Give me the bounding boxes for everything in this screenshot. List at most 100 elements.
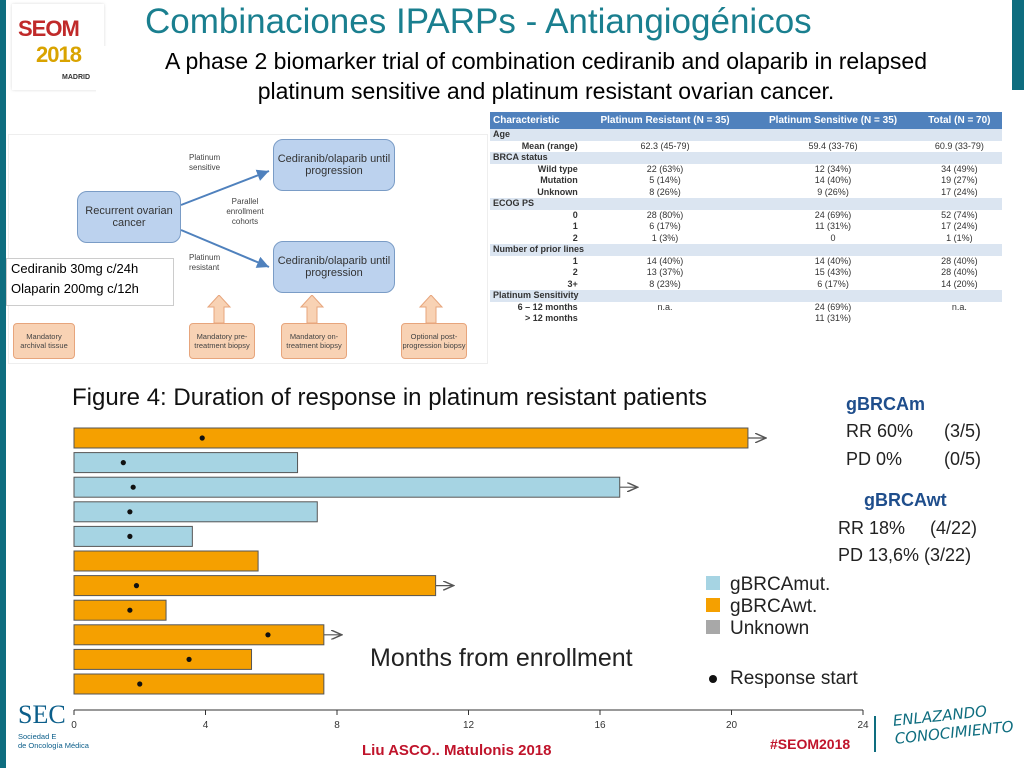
biopsy-pre-treatment: Mandatory pre-treatment biopsy bbox=[189, 323, 255, 359]
table-cell: 60.9 (33-79) bbox=[934, 140, 984, 151]
table-cell bbox=[917, 313, 1002, 325]
legend-label: gBRCAmut. bbox=[730, 574, 830, 595]
table-cell: 59.4 (33-76) bbox=[808, 140, 858, 151]
response-start-point bbox=[199, 435, 205, 441]
biopsy-archival: Mandatory archival tissue bbox=[13, 323, 75, 359]
arm-bottom-box: Cediranib/olaparib until progression bbox=[273, 241, 395, 293]
resistant-label: Platinum resistant bbox=[189, 253, 221, 272]
table-cell: 19 (27%) bbox=[941, 175, 978, 185]
gbrcam-pd: PD 0% bbox=[846, 449, 903, 469]
row-label: 1 bbox=[572, 255, 578, 266]
section-label: ECOG PS bbox=[490, 198, 1002, 210]
table-section-row: Age bbox=[490, 129, 1002, 141]
section-label: Age bbox=[490, 129, 1002, 141]
sec-logo-subtitle: Sociedad E de Oncología Médica bbox=[18, 732, 89, 750]
logo-brand: SEOM bbox=[18, 16, 80, 41]
chart-bar bbox=[73, 427, 749, 449]
gbrcawt-rr-count: (4/22) bbox=[930, 518, 978, 538]
gbrcam-rr: RR 60% bbox=[846, 421, 914, 441]
table-row: 3+8 (23%)6 (17%)14 (20%) bbox=[490, 279, 1002, 291]
chart-bar bbox=[73, 452, 299, 474]
biopsy-arrows bbox=[206, 295, 444, 324]
chart-bar bbox=[73, 648, 253, 670]
dose-box: Cediranib 30mg c/24h Olaparin 200mg c/12… bbox=[6, 258, 174, 306]
x-tick-label: 20 bbox=[726, 720, 738, 731]
row-label: Mean (range) bbox=[521, 140, 578, 151]
study-design-diagram: Recurrent ovarian cancer Platinum sensit… bbox=[8, 134, 488, 364]
response-start-point bbox=[127, 607, 133, 613]
left-accent-bar bbox=[0, 0, 6, 768]
row-label: Unknown bbox=[537, 186, 578, 197]
biopsy-post-progression: Optional post-progression biopsy bbox=[401, 323, 467, 359]
chart-bar bbox=[73, 476, 621, 498]
row-label: 0 bbox=[572, 209, 578, 220]
table-cell: 8 (26%) bbox=[649, 186, 681, 197]
hashtag: #SEOM2018 bbox=[770, 736, 851, 752]
table-cell: 62.3 (45-79) bbox=[640, 140, 690, 151]
response-start-point bbox=[265, 632, 271, 638]
biopsy-on-treatment: Mandatory on-treatment biopsy bbox=[281, 323, 347, 359]
sensitive-label: Platinum sensitive bbox=[189, 153, 221, 172]
table-cell: 14 (20%) bbox=[941, 278, 978, 289]
table-cell: 14 (40%) bbox=[814, 255, 852, 266]
table-cell: n.a. bbox=[951, 301, 967, 312]
header-resistant: Platinum Resistant (N = 35) bbox=[580, 112, 750, 129]
chart-bar bbox=[73, 525, 193, 547]
table-cell: 6 (17%) bbox=[817, 278, 849, 289]
chart-bar bbox=[73, 501, 318, 523]
table-cell: 28 (40%) bbox=[941, 267, 978, 277]
header-total: Total (N = 70) bbox=[916, 112, 1002, 129]
chart-bar bbox=[73, 550, 259, 572]
x-tick-label: 8 bbox=[334, 720, 340, 731]
legend-swatch bbox=[706, 576, 720, 590]
table-cell: 12 (34%) bbox=[814, 163, 852, 174]
table-row: Mean (range) 62.3 (45-79) 59.4 (33-76) 60.9… bbox=[490, 141, 1002, 153]
table-cell: 24 (69%) bbox=[814, 209, 852, 220]
table-cell bbox=[581, 313, 750, 325]
table-cell: 24 (69%) bbox=[814, 301, 852, 312]
table-cell: 52 (74%) bbox=[941, 209, 978, 220]
legend-label: gBRCAwt. bbox=[730, 596, 817, 617]
row-label: Mutation bbox=[540, 175, 578, 185]
table-cell: 14 (40%) bbox=[814, 175, 852, 185]
x-axis-label: Months from enrollment bbox=[370, 644, 633, 672]
figure-title: Figure 4: Duration of response in platin… bbox=[72, 384, 708, 411]
table-cell: n.a. bbox=[657, 301, 673, 312]
footer-divider bbox=[874, 716, 876, 752]
gbrcam-rr-count: (3/5) bbox=[944, 421, 982, 441]
subtitle-line-1: A phase 2 biomarker trial of combination… bbox=[164, 48, 927, 74]
response-start-point bbox=[133, 583, 140, 589]
table-cell: 28 (80%) bbox=[646, 209, 684, 220]
legend-swatch bbox=[706, 620, 720, 634]
response-start-point bbox=[186, 656, 192, 662]
section-label: Number of prior lines bbox=[490, 244, 1002, 256]
table-cell: 11 (31%) bbox=[815, 221, 851, 231]
table-cell: 15 (43%) bbox=[814, 267, 852, 277]
tagline: ENLAZANDO CONOCIMIENTO bbox=[892, 700, 1014, 748]
row-label: Wild type bbox=[537, 163, 578, 174]
dose-olaparib: Olaparin 200mg c/12h bbox=[11, 281, 139, 296]
sec-logo: SEC bbox=[18, 700, 66, 729]
recurrent-cancer-box: Recurrent ovarian cancer bbox=[77, 191, 181, 243]
section-label: BRCA status bbox=[490, 152, 1002, 164]
table-section-row: Platinum Sensitivity bbox=[490, 290, 1002, 302]
table-cell: 0 bbox=[830, 232, 836, 243]
subtitle-line-2: platinum sensitive and platinum resistan… bbox=[257, 78, 835, 104]
gbrcam-pd-count: (0/5) bbox=[944, 449, 982, 469]
section-label: Platinum Sensitivity bbox=[490, 290, 1002, 302]
chart-bar bbox=[73, 624, 325, 646]
header-sensitive: Platinum Sensitive (N = 35) bbox=[749, 112, 917, 129]
table-cell: 11 (31%) bbox=[815, 313, 851, 323]
logo-city: MADRID bbox=[62, 74, 90, 81]
characteristics-table: Characteristic Platinum Resistant (N = 3… bbox=[490, 112, 1002, 384]
table-cell: 34 (49%) bbox=[941, 163, 978, 174]
legend-swatch bbox=[706, 598, 720, 612]
row-label: 3+ bbox=[567, 278, 578, 289]
